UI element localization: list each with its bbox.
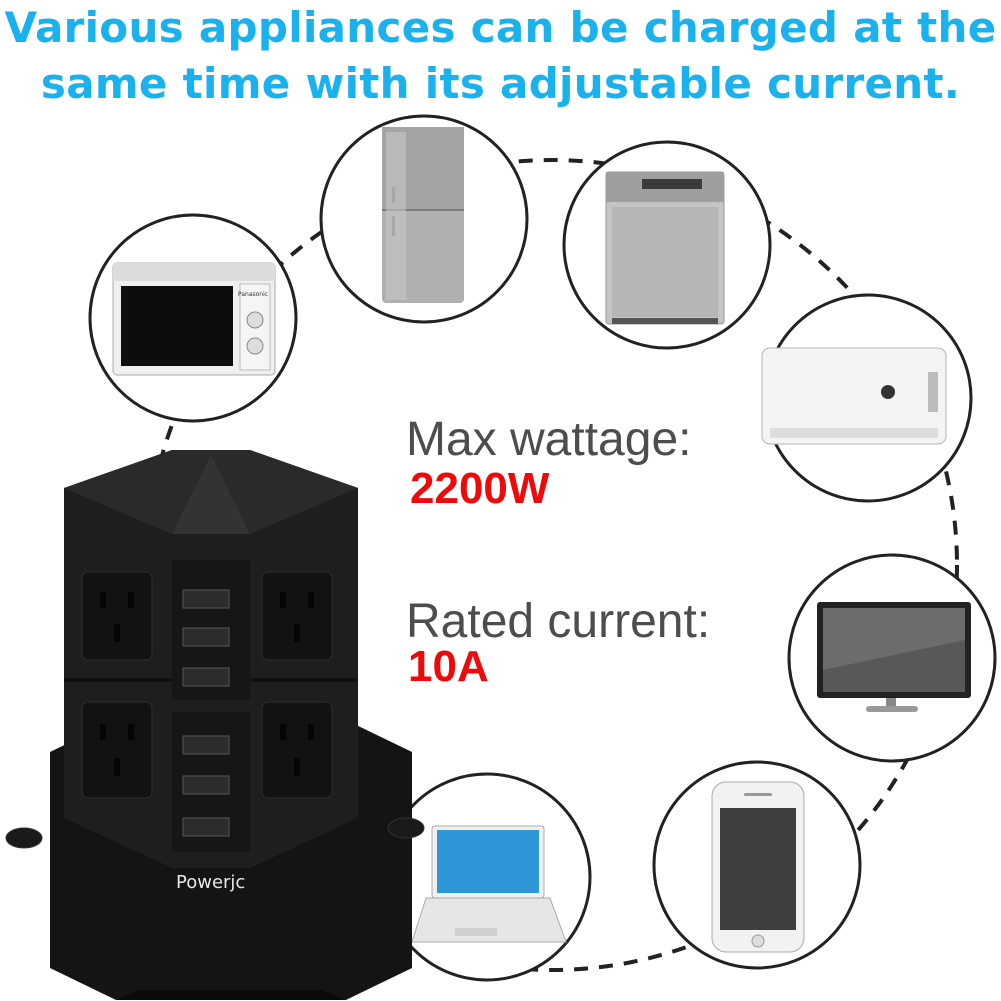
dashed-connection-ring bbox=[145, 158, 959, 972]
microwave-icon bbox=[112, 262, 276, 376]
microwave-badge: Panasonic bbox=[238, 291, 268, 298]
television-icon bbox=[817, 602, 971, 712]
headline-line-2: same time with its adjustable current. bbox=[40, 59, 961, 108]
microwave-bubble: Panasonic bbox=[88, 213, 298, 423]
current-value: 10A bbox=[408, 642, 489, 691]
headline: Various appliances can be charged at the… bbox=[0, 0, 1001, 112]
power-tower-image bbox=[5, 450, 425, 1000]
refrigerator-bubble bbox=[319, 114, 529, 324]
wattage-label: Max wattage: bbox=[406, 413, 692, 466]
television-bubble bbox=[787, 553, 997, 763]
laptop-icon bbox=[411, 825, 567, 943]
air-conditioner-bubble bbox=[761, 293, 973, 503]
headline-line-1: Various appliances can be charged at the bbox=[4, 3, 997, 52]
current-label: Rated current: bbox=[406, 595, 711, 648]
air-conditioner-icon bbox=[761, 347, 947, 445]
smartphone-icon bbox=[711, 781, 805, 953]
smartphone-bubble bbox=[652, 760, 862, 970]
washing-machine-icon bbox=[605, 171, 725, 325]
laptop-bubble bbox=[382, 772, 592, 982]
washing-machine-bubble bbox=[562, 140, 772, 350]
wattage-value: 2200W bbox=[410, 464, 550, 513]
refrigerator-icon bbox=[382, 127, 464, 303]
brand-logo-text: Powerjc bbox=[176, 872, 246, 893]
